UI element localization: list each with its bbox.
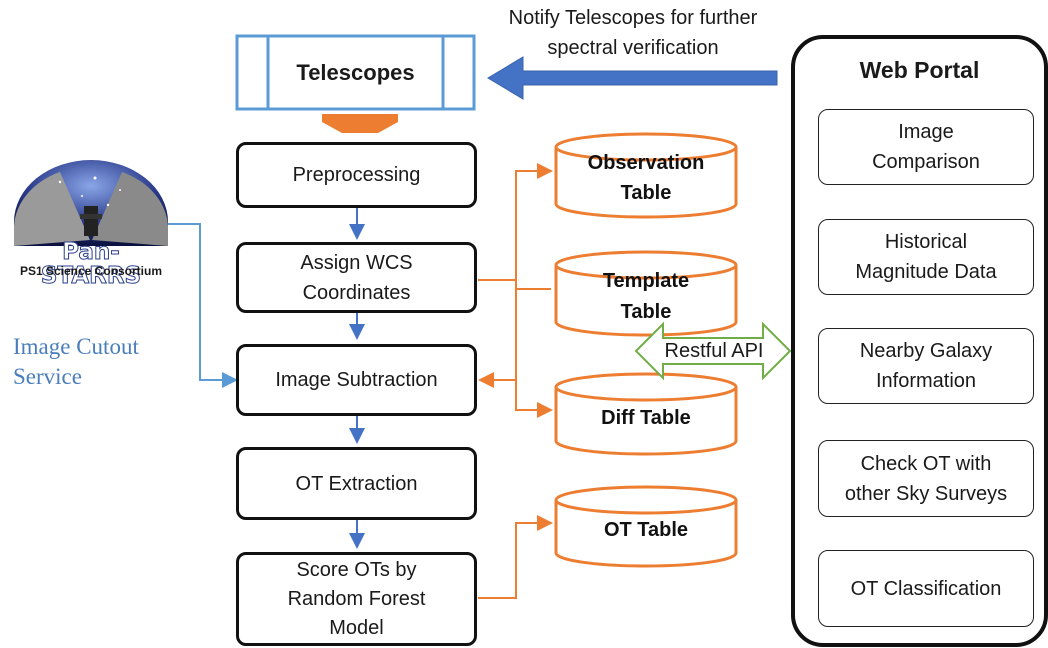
notify-arrow (487, 56, 778, 100)
panstarrs-logo-text: Pan-STARRS (40, 239, 142, 289)
template-to-sub (478, 288, 551, 388)
restful-api-arrow (634, 321, 792, 381)
wcs-to-observation (478, 163, 553, 281)
image-subtraction-box: Image Subtraction (236, 344, 477, 416)
diff-table-label: Diff Table (601, 407, 691, 429)
sub-to-diff (515, 380, 553, 418)
portal-item-historical-magnitude: Historical Magnitude Data (818, 219, 1034, 295)
template-table-cylinder (554, 250, 738, 337)
ot-extraction-box: OT Extraction (236, 447, 477, 520)
panstarrs-to-sub (168, 223, 238, 388)
wcs-to-template (515, 280, 551, 290)
portal-item-image-comparison: Image Comparison (818, 109, 1034, 185)
score-ots-box: Score OTs by Random Forest Model (236, 552, 477, 646)
telescopes-label: Telescopes (296, 59, 415, 85)
score-to-ot-table (478, 515, 553, 599)
portal-item-check-ot: Check OT with other Sky Surveys (818, 440, 1034, 517)
diff-table-cylinder (554, 372, 738, 456)
preprocessing-box: Preprocessing (236, 142, 477, 208)
assign-wcs-box: Assign WCS Coordinates (236, 242, 477, 313)
notify-label: Notify Telescopes for further spectral v… (508, 7, 758, 59)
ot-table-label: OT Table (603, 519, 689, 541)
portal-item-nearby-galaxy: Nearby Galaxy Information (818, 328, 1034, 404)
image-cutout-service-label: Image Cutout Service (13, 334, 139, 389)
telescope-down-arrow (322, 114, 398, 133)
restful-api-label: Restful API (664, 340, 764, 362)
telescopes-shape (235, 34, 476, 111)
portal-item-ot-classification: OT Classification (818, 550, 1034, 627)
template-table-label: Template Table (602, 270, 690, 323)
ot-table-cylinder (554, 485, 738, 568)
panstarrs-logo-subtext: PS1 Science Consortium (19, 264, 163, 278)
observation-table-label: Observation Table (587, 152, 705, 204)
web-portal-title: Web Portal (859, 57, 980, 83)
observation-table-cylinder (554, 132, 738, 219)
web-portal-frame (791, 35, 1048, 647)
panstarrs-logo-graphic (14, 160, 168, 246)
